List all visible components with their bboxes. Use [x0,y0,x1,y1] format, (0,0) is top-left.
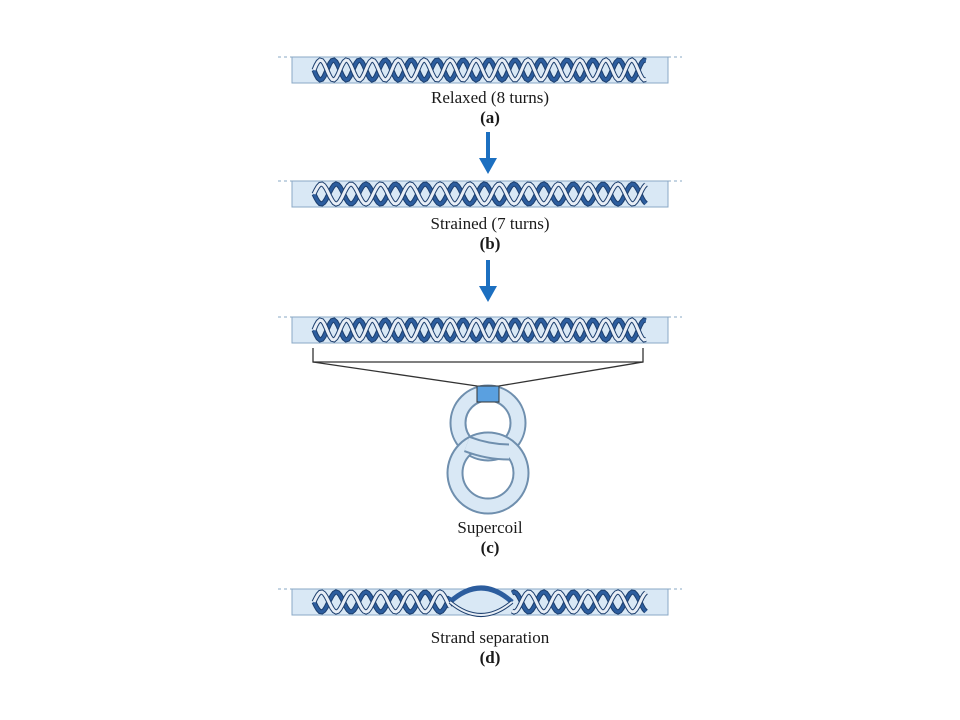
caption-b-letter: (b) [479,234,501,253]
strand-dark [312,58,647,82]
arrow-a-to-b [479,132,497,174]
caption-a-label: Relaxed (8 turns) [430,88,550,107]
strand-light [511,590,648,614]
caption-d-label: Strand separation [430,628,550,647]
supercoil-figure-eight [446,384,530,515]
helix-a [278,56,682,84]
caption-c-label: Supercoil [457,518,523,537]
caption-b-label: Strained (7 turns) [430,214,550,233]
helix-c [278,316,682,344]
separated-strand-top [448,585,514,604]
caption-a: Relaxed (8 turns) (a) [340,88,640,128]
strand-light [312,182,648,206]
arrow-b-to-c [479,260,497,302]
strand-light [312,318,647,342]
caption-c: Supercoil (c) [340,518,640,558]
caption-c-letter: (c) [480,538,500,557]
strand-light [312,590,452,614]
zoom-bracket [312,348,644,387]
caption-d: Strand separation (d) [340,628,640,668]
strand-dark [312,182,648,206]
strand-dark [312,318,647,342]
highlighted-segment [476,385,500,403]
helix-d [278,585,682,617]
caption-b: Strained (7 turns) (b) [340,214,640,254]
helix-b [278,180,682,208]
strand-dark [312,590,452,614]
caption-a-letter: (a) [480,108,500,127]
caption-d-letter: (d) [479,648,501,667]
separated-strand-bottom-fill [449,601,513,616]
strand-light [312,58,647,82]
strand-dark [511,590,648,614]
